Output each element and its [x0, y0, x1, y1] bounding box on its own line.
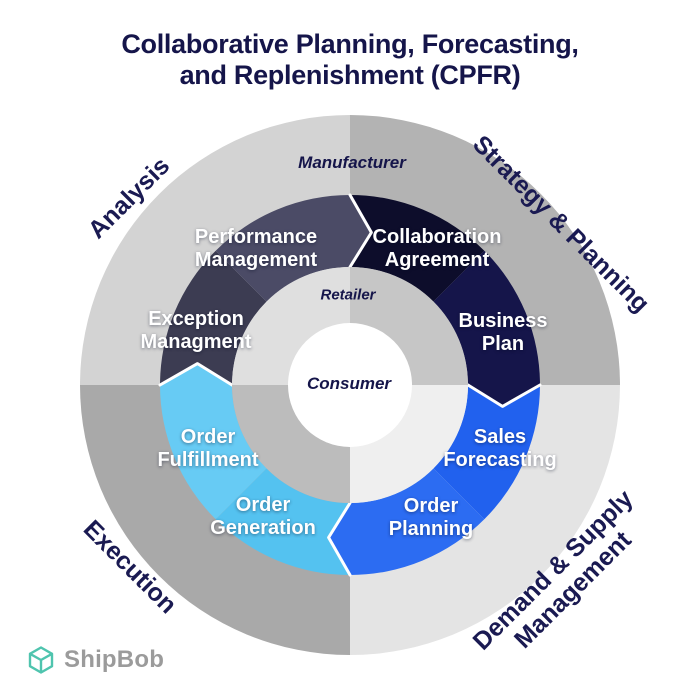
- label-collaboration-agreement: Collaboration Agreement: [372, 226, 502, 271]
- segment-exception-managment: [160, 250, 267, 385]
- segment-performance-management: [215, 195, 372, 302]
- shipbob-box-icon: [28, 646, 54, 674]
- label-business-plan: Business Plan: [458, 310, 548, 355]
- label-sales-forecasting: Sales Forecasting: [443, 426, 557, 471]
- tier-label-retailer: Retailer: [320, 286, 376, 304]
- segment-sales-forecasting: [433, 385, 540, 520]
- segment-order-generation: [215, 468, 350, 575]
- label-order-generation: Order Generation: [210, 494, 316, 539]
- segment-business-plan: [433, 250, 540, 407]
- arrow-chevron-top-icon: [348, 193, 373, 269]
- tier-label-consumer: Consumer: [306, 374, 392, 393]
- label-exception-managment: Exception Managment: [140, 308, 252, 353]
- arrow-chevron-right-icon: [466, 383, 542, 408]
- label-order-fulfillment: Order Fulfillment: [157, 426, 259, 471]
- consumer-circle: [288, 323, 412, 447]
- label-performance-management: Performance Management: [194, 226, 318, 271]
- segment-order-planning: [328, 468, 485, 575]
- page-title-line1: Collaborative Planning, Forecasting,: [121, 29, 579, 59]
- arrow-chevron-left-icon: [158, 362, 234, 387]
- shipbob-logo-text: ShipBob: [64, 646, 165, 673]
- segment-collaboration-agreement: [350, 195, 485, 302]
- page-title: Collaborative Planning, Forecasting, and…: [0, 29, 700, 91]
- label-order-planning: Order Planning: [388, 495, 474, 540]
- tier-label-manufacturer: Manufacturer: [298, 153, 406, 172]
- segment-order-fulfillment: [160, 363, 267, 520]
- page-title-line2: and Replenishment (CPFR): [179, 60, 521, 90]
- arrow-chevron-bottom-icon: [327, 501, 352, 577]
- shipbob-logo: ShipBob: [26, 645, 164, 675]
